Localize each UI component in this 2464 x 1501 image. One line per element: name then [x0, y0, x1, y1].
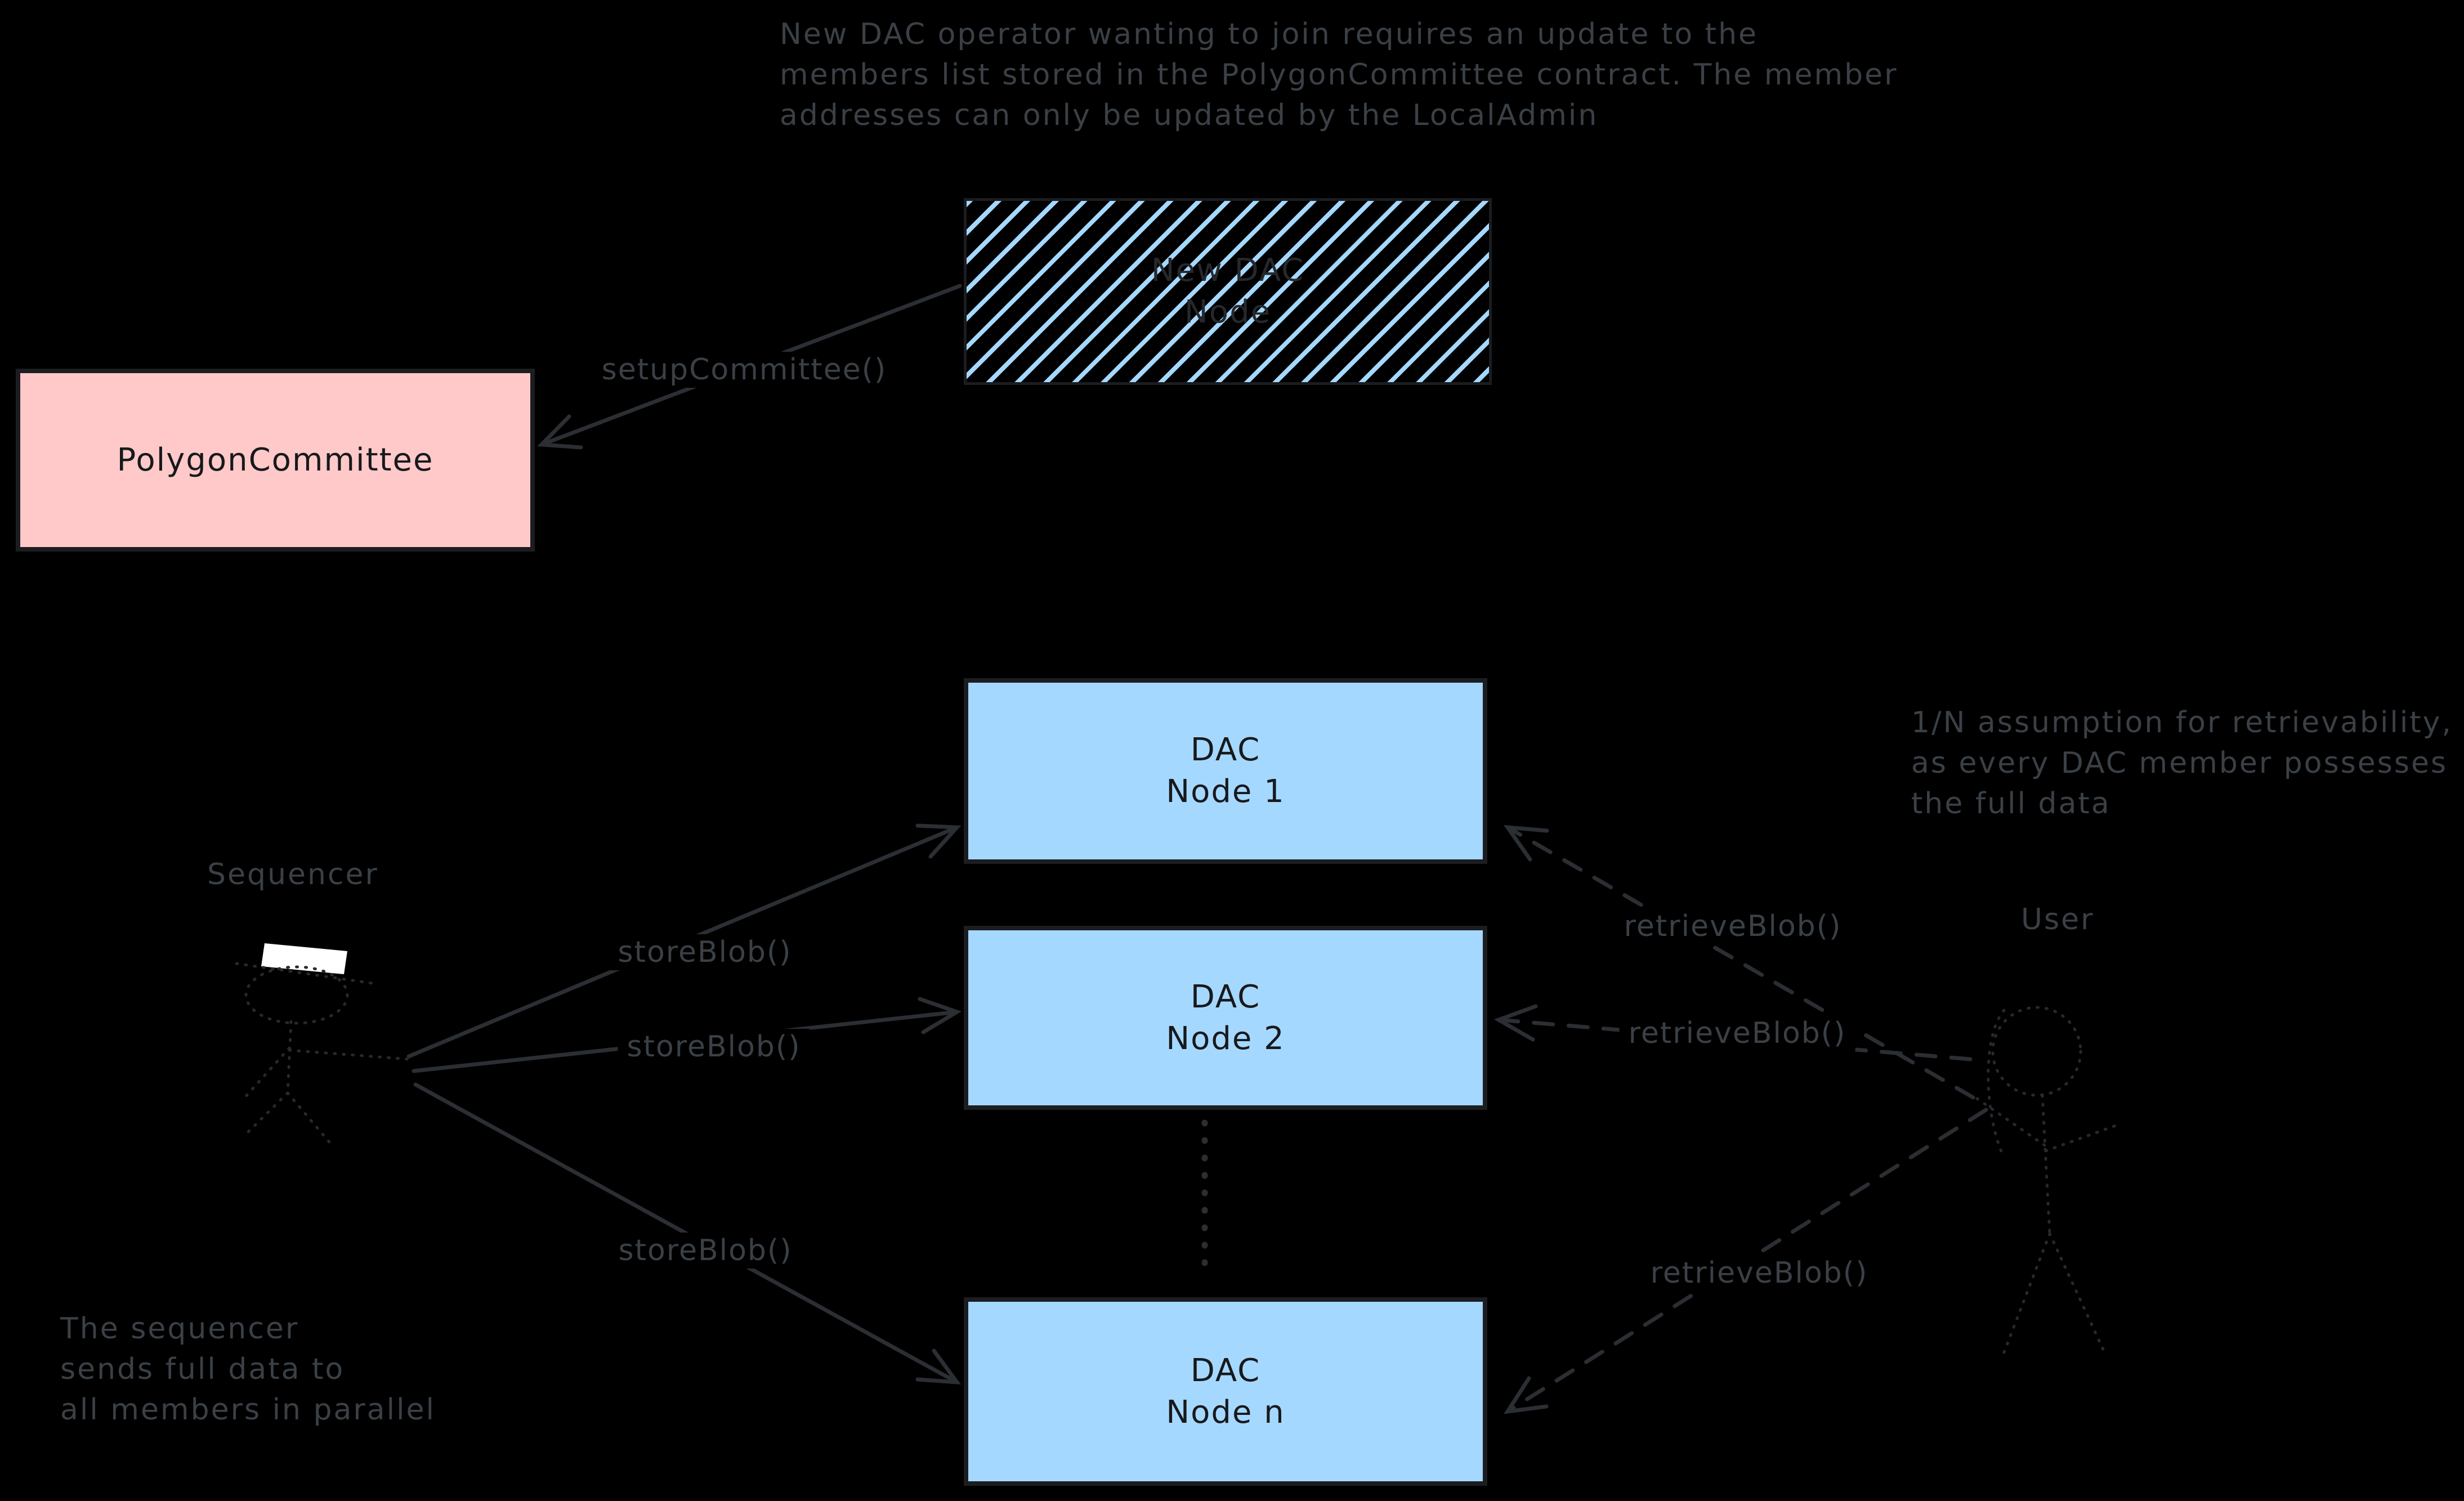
note-parallel-send: The sequencer sends full data to all mem… [60, 1309, 436, 1430]
new-dac-node-label-line2: Node [1184, 294, 1272, 330]
retrieve-blob-label-2: retrieveBlob() [1619, 1015, 1855, 1051]
retrieve-blob-label-1: retrieveBlob() [1615, 908, 1851, 944]
note-top-line3: addresses can only be updated by the Loc… [780, 98, 1599, 132]
sequencer-figure [235, 943, 410, 1146]
note-top-line2: members list stored in the PolygonCommit… [780, 58, 1898, 92]
polygon-committee-label: PolygonCommittee [117, 441, 434, 478]
note-retrievability-line1: 1/N assumption for retrievability, [1911, 706, 2453, 740]
user-figure [1975, 1006, 2117, 1357]
note-retrievability-line2: as every DAC member possesses [1911, 746, 2448, 780]
note-parallel-line3: all members in parallel [60, 1393, 436, 1427]
store-blob-label-2: storeBlob() [618, 1029, 810, 1065]
dac-node-n-label-line1: DAC [1190, 1352, 1261, 1389]
retrieve-blob-arrow-1 [1503, 825, 1975, 1100]
dac-node-1-label-line1: DAC [1190, 732, 1261, 768]
retrieve-blob-arrow-2 [1493, 1004, 1973, 1061]
dac-node-n-label-line2: Node n [1166, 1394, 1285, 1431]
setup-committee-label: setupCommittee() [592, 352, 896, 388]
new-dac-node-label-line1: New DAC [1151, 252, 1305, 289]
note-parallel-line1: The sequencer [60, 1312, 299, 1346]
polygon-committee-box: PolygonCommittee [16, 369, 535, 552]
dac-node-2-label-line2: Node 2 [1166, 1020, 1285, 1057]
sequencer-hat-icon [261, 943, 347, 974]
new-dac-node-box: New DAC Node [964, 198, 1492, 385]
sequencer-label: Sequencer [207, 858, 379, 891]
store-blob-label-1: storeBlob() [609, 934, 801, 970]
dac-node-2-box: DAC Node 2 [964, 926, 1487, 1110]
note-retrievability: 1/N assumption for retrievability, as ev… [1911, 702, 2453, 824]
note-retrievability-line3: the full data [1911, 787, 2111, 821]
dac-node-2-label-line1: DAC [1190, 978, 1261, 1015]
note-new-dac-operator: New DAC operator wanting to join require… [780, 14, 1898, 136]
dac-node-1-box: DAC Node 1 [964, 678, 1487, 864]
note-parallel-line2: sends full data to [60, 1352, 345, 1386]
user-label: User [2021, 903, 2095, 937]
retrieve-blob-label-3: retrieveBlob() [1641, 1255, 1877, 1291]
dac-node-n-box: DAC Node n [964, 1297, 1487, 1486]
store-blob-label-3: storeBlob() [609, 1233, 802, 1269]
note-top-line1: New DAC operator wanting to join require… [780, 17, 1759, 51]
dac-node-1-label-line2: Node 1 [1166, 773, 1285, 810]
